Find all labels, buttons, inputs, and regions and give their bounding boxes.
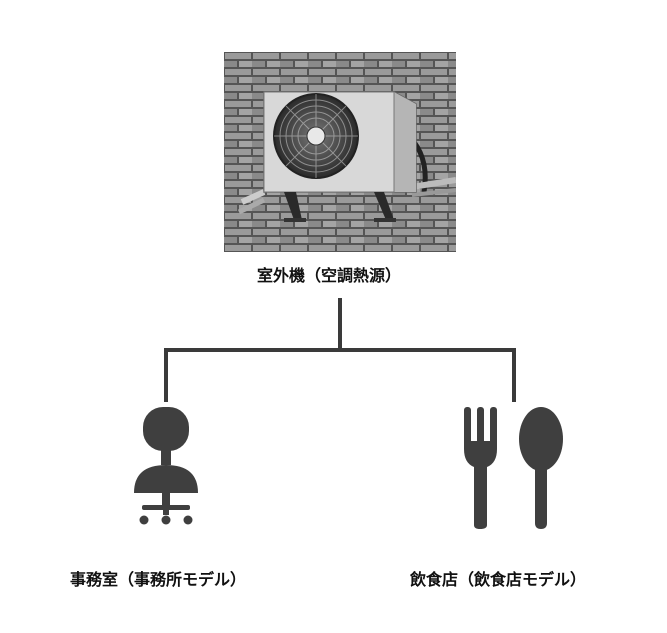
fork-spoon-icon — [464, 407, 563, 529]
outdoor-unit-photo — [224, 52, 456, 252]
office-chair-icon — [134, 407, 198, 525]
office-room-label: 事務室（事務所モデル） — [70, 570, 247, 589]
restaurant-label: 飲食店（飲食店モデル） — [410, 570, 587, 589]
outdoor-unit-label: 室外機（空調熱源） — [257, 266, 402, 285]
